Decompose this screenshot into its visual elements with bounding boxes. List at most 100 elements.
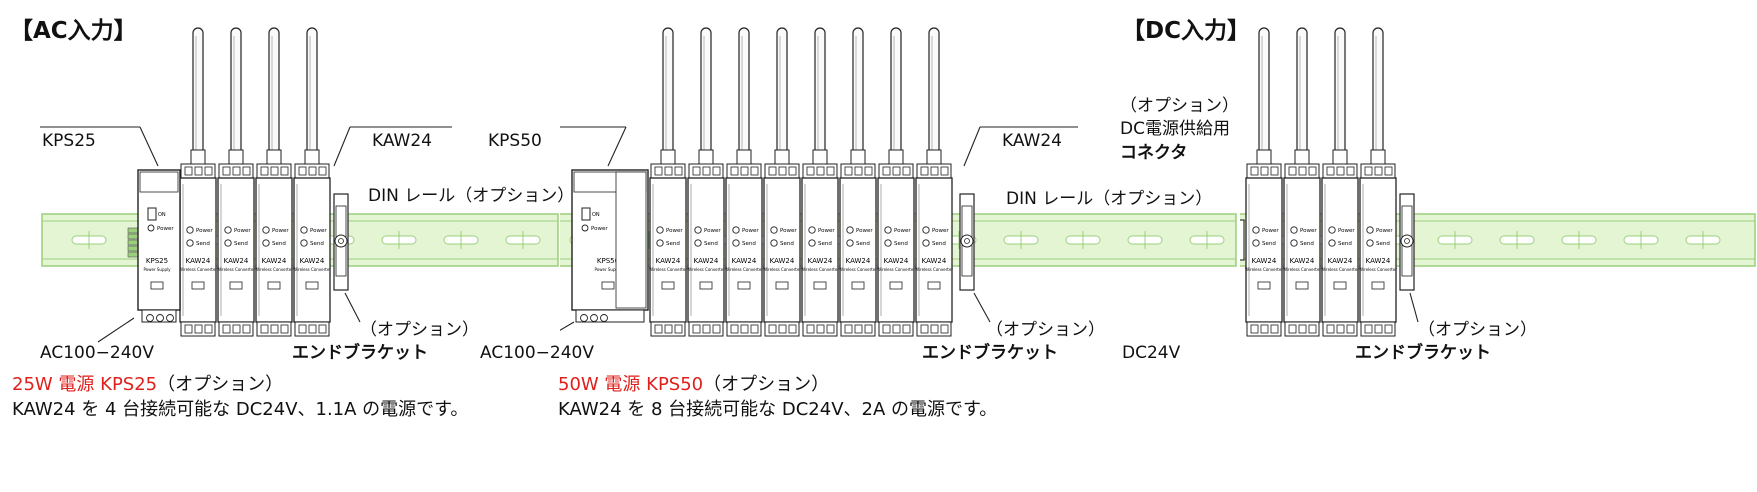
leader-line — [607, 126, 627, 167]
power-led-label: Power — [742, 228, 759, 234]
antenna-base — [1332, 149, 1348, 165]
terminal-screw — [768, 324, 777, 334]
terminal-screw — [1260, 324, 1269, 334]
terminal-screw — [854, 166, 863, 176]
terminal-screw — [318, 324, 327, 334]
terminal-screw — [806, 324, 815, 334]
terminal-screw — [1250, 324, 1259, 334]
psu-power-label: Power — [157, 226, 174, 232]
caption-title: 50W 電源 KPS50（オプション） — [558, 376, 829, 394]
module-logo — [813, 281, 827, 290]
power-led-label: Power — [894, 228, 911, 234]
module-model: KAW24 — [1290, 257, 1315, 265]
terminal-screw — [1346, 324, 1355, 334]
terminal-screw — [654, 166, 663, 176]
module-logo — [229, 281, 243, 290]
terminal-screw — [242, 166, 251, 176]
terminal-screw — [778, 324, 787, 334]
psu-input-screw — [600, 314, 608, 322]
power-led-label: Power — [272, 228, 289, 234]
module-body — [1321, 177, 1359, 323]
terminal-screw — [1336, 166, 1345, 176]
bracket-option-label: （オプション） — [986, 320, 1105, 340]
antenna — [1258, 27, 1270, 165]
send-led — [922, 239, 930, 247]
leader-lines — [40, 126, 452, 343]
module-body — [877, 177, 915, 323]
terminal-screw — [930, 166, 939, 176]
module-sub: Wireless Converter — [179, 267, 217, 272]
send-led — [732, 239, 740, 247]
terminal-screw — [318, 166, 327, 176]
terminal-screw — [702, 166, 711, 176]
ac-input-label: AC100−240V — [40, 343, 154, 363]
module-logo — [661, 281, 675, 290]
terminal-screw — [806, 166, 815, 176]
send-led — [262, 239, 270, 247]
terminal-screw — [902, 324, 911, 334]
module-sub: Wireless Converter — [877, 267, 915, 272]
send-led — [884, 239, 892, 247]
leader-line — [973, 292, 991, 323]
terminal-screw — [844, 166, 853, 176]
end-bracket-label: エンドブラケット — [292, 343, 428, 363]
terminal-screw — [788, 166, 797, 176]
terminal-screw — [298, 166, 307, 176]
terminal-screw — [740, 166, 749, 176]
module-sub: Wireless Converter — [1245, 267, 1283, 272]
psu-input-screw — [580, 314, 588, 322]
module-body — [1283, 177, 1321, 323]
terminal-screw — [242, 324, 251, 334]
module-sub: Wireless Converter — [687, 267, 725, 272]
module-body — [1245, 177, 1283, 323]
power-led-label: Power — [1300, 228, 1317, 234]
send-led — [300, 239, 308, 247]
psu-sub: Power Supply — [144, 267, 172, 272]
terminal-screw — [778, 166, 787, 176]
psu-model: KPS25 — [146, 257, 168, 265]
antenna — [268, 27, 280, 165]
send-led — [770, 239, 778, 247]
caption-red: 50W 電源 KPS50 — [558, 374, 704, 395]
power-led-label: Power — [780, 228, 797, 234]
terminal-screw — [826, 324, 835, 334]
antenna-base — [228, 149, 244, 165]
send-led-label: Send — [666, 241, 680, 247]
ac-input-label: AC100−240V — [480, 343, 594, 363]
kaw24-label: KAW24 — [372, 131, 432, 151]
antenna — [890, 27, 902, 165]
connector-label: コネクタ — [1120, 143, 1188, 163]
send-led-label: Send — [742, 241, 756, 247]
module-model: KAW24 — [1366, 257, 1391, 265]
terminal-screw — [1298, 324, 1307, 334]
send-led-label: Send — [704, 241, 718, 247]
terminal-screw — [692, 166, 701, 176]
leader-line — [1409, 292, 1419, 323]
power-led-label: Power — [310, 228, 327, 234]
module-logo — [737, 281, 751, 290]
leader-line — [97, 317, 135, 343]
terminal-screw — [712, 324, 721, 334]
psu-side-terminal — [127, 227, 139, 234]
caption-suffix: （オプション） — [157, 374, 284, 395]
module-body — [763, 177, 801, 323]
antenna — [662, 27, 674, 165]
leader-line — [344, 292, 361, 323]
terminal-screw — [1326, 324, 1335, 334]
power-led — [186, 226, 194, 234]
terminal-screw — [260, 324, 269, 334]
terminal-screw — [882, 166, 891, 176]
kaw24-label: KAW24 — [1002, 131, 1062, 151]
psu-model: KPS50 — [597, 257, 619, 265]
power-led-label: Power — [1338, 228, 1355, 234]
terminal-screw — [1336, 324, 1345, 334]
terminal-screw — [902, 166, 911, 176]
psu-switch-label: ON — [158, 212, 166, 218]
module-logo — [1371, 281, 1385, 290]
terminal-screw — [222, 166, 231, 176]
psu-power-label: Power — [591, 226, 608, 232]
